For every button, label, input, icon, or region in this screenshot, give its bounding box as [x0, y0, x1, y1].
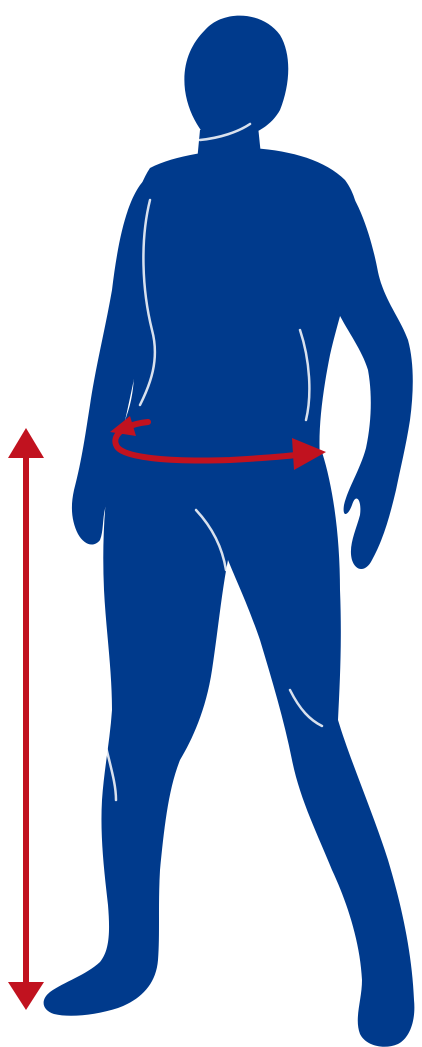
right-arm: [332, 178, 413, 569]
body-silhouette: [44, 16, 415, 1047]
length-arrowhead-top: [8, 428, 44, 458]
head: [184, 16, 288, 142]
length-arrowhead-bottom: [8, 982, 44, 1010]
vertical-length-arrow: [8, 428, 44, 1010]
